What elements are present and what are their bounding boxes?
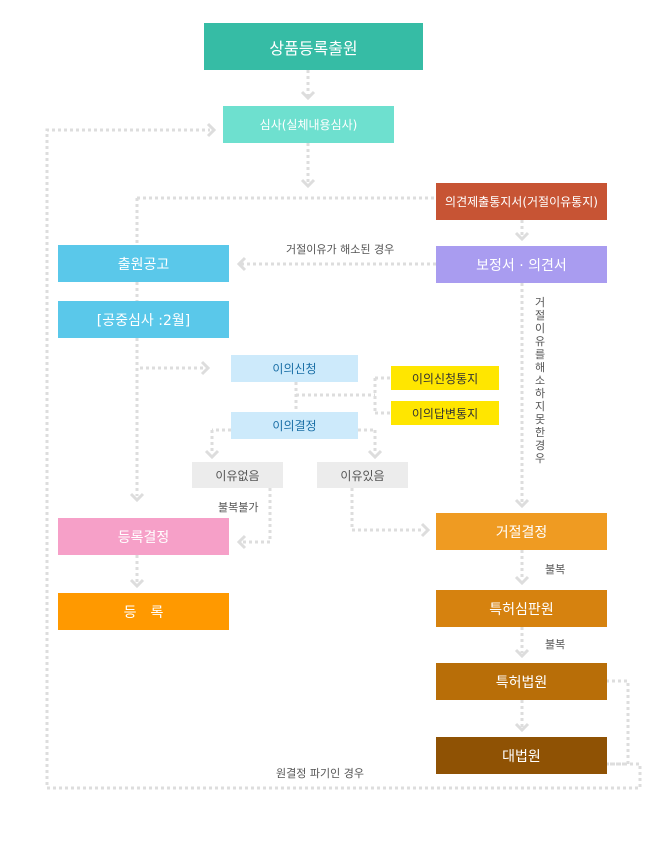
arrowhead-amendment	[514, 231, 530, 242]
node-application: 상품등록출원	[204, 23, 423, 70]
label-no-appeal: 불복불가	[218, 501, 259, 514]
arrowhead-opposition	[200, 360, 211, 376]
arrowhead-court	[514, 648, 530, 659]
node-registration: 등 록	[58, 593, 229, 630]
label-rejection-resolved: 거절이유가 해소된 경우	[286, 243, 395, 256]
arrowhead-tribunal	[514, 575, 530, 586]
node-patent-court: 특허법원	[436, 663, 607, 700]
arrowhead-nogrounds-left	[236, 534, 247, 550]
node-ip-tribunal: 특허심판원	[436, 590, 607, 627]
label-remand: 원결정 파기인 경우	[276, 767, 364, 780]
node-opposition-filing: 이의신청	[231, 355, 358, 382]
arrowhead-grounds-right	[420, 522, 431, 538]
node-opposition-notice: 이의신청통지	[391, 366, 499, 390]
arrowhead-examination	[300, 90, 316, 101]
label-appeal-2: 불복	[545, 638, 566, 651]
label-appeal-1: 불복	[545, 563, 566, 576]
node-no-grounds: 이유없음	[192, 462, 283, 488]
node-public-review: [공중심사 :2월]	[58, 301, 229, 338]
node-opposition-reply-notice: 이의답변통지	[391, 401, 499, 425]
arrowhead-registration-decision	[129, 492, 145, 503]
node-rejection-decision: 거절결정	[436, 513, 607, 550]
arrowhead-nogrounds	[204, 449, 220, 460]
arrowhead-publication	[236, 256, 247, 272]
arrowhead-supreme	[514, 722, 530, 733]
node-publication: 출원공고	[58, 245, 229, 282]
node-registration-decision: 등록결정	[58, 518, 229, 555]
arrowhead-rejection	[514, 498, 530, 509]
arrowhead-grounds	[367, 449, 383, 460]
node-opinion-notice: 의견제출통지서(거절이유통지)	[436, 183, 607, 220]
arrowhead-remand	[206, 122, 217, 138]
arrowhead-split	[300, 178, 316, 189]
node-amendment: 보정서 · 의견서	[436, 246, 607, 283]
arrowhead-registration	[129, 578, 145, 589]
node-grounds-exist: 이유있음	[317, 462, 408, 488]
connector-court-remand	[606, 679, 630, 766]
label-rejection-not-resolved: 거절이유를 해소하지 못한 경우	[534, 296, 546, 465]
connector-remand-loop	[45, 128, 642, 790]
node-supreme-court: 대법원	[436, 737, 607, 774]
node-opposition-decision: 이의결정	[231, 412, 358, 439]
node-examination: 심사(실체내용심사)	[223, 106, 394, 143]
